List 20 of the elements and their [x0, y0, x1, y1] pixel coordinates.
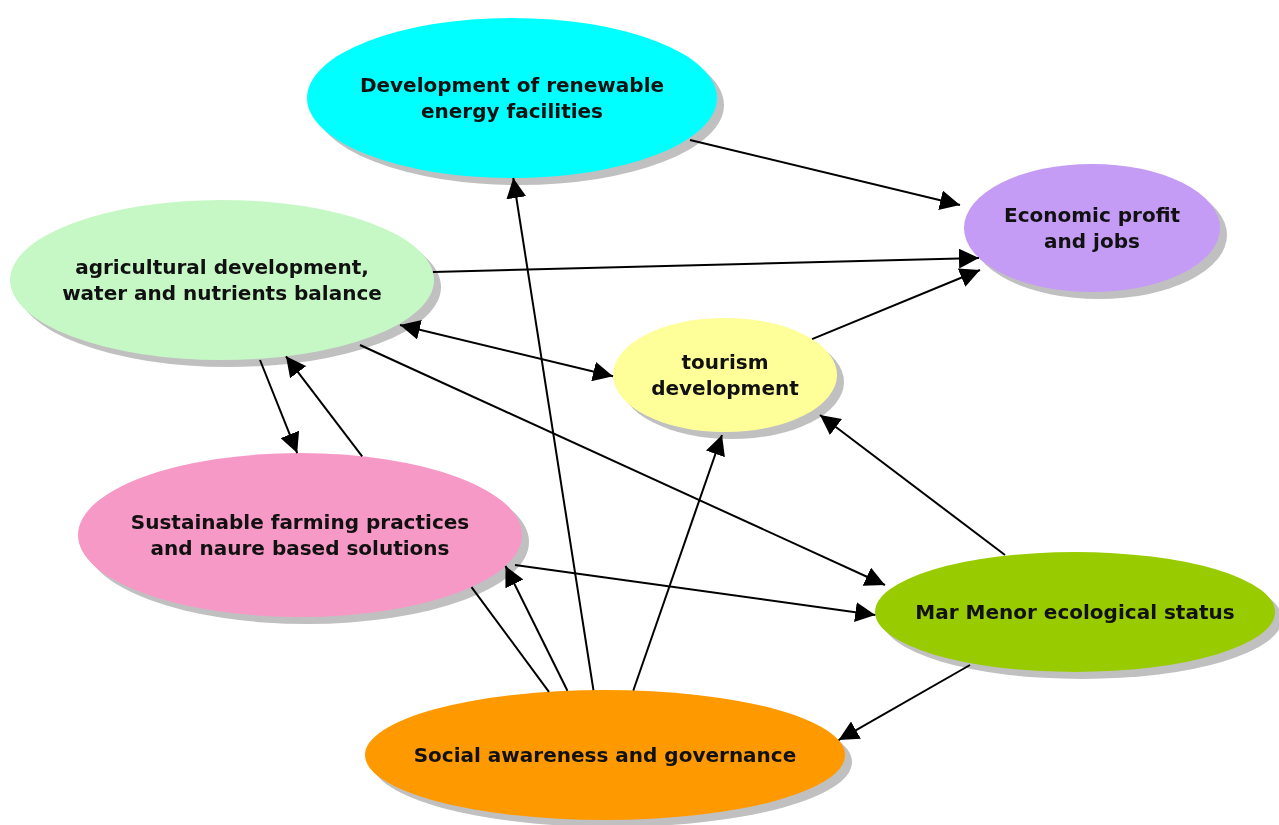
arrow: [506, 177, 595, 692]
arrow: [811, 268, 981, 341]
arrow: [514, 564, 877, 623]
node-label: Mar Menor ecological status: [915, 599, 1235, 625]
arrow: [359, 344, 886, 586]
arrow: [689, 139, 961, 211]
arrow: [399, 319, 615, 382]
arrow: [837, 664, 971, 742]
node-label: agricultural development, water and nutrients balance: [61, 254, 383, 306]
node-label: Sustainable farming practices and naure based solutions: [129, 509, 471, 561]
arrow: [632, 434, 725, 692]
arrow: [504, 565, 569, 692]
arrow: [819, 414, 1006, 556]
node-label: Development of renewable energy facilities: [358, 72, 666, 124]
node-label: Social awareness and governance: [413, 742, 797, 768]
arrow: [431, 248, 980, 273]
arrow: [284, 355, 364, 458]
node-label: tourism development: [650, 349, 800, 401]
node-label: Economic profit and jobs: [1002, 202, 1182, 254]
arrow: [259, 359, 300, 454]
